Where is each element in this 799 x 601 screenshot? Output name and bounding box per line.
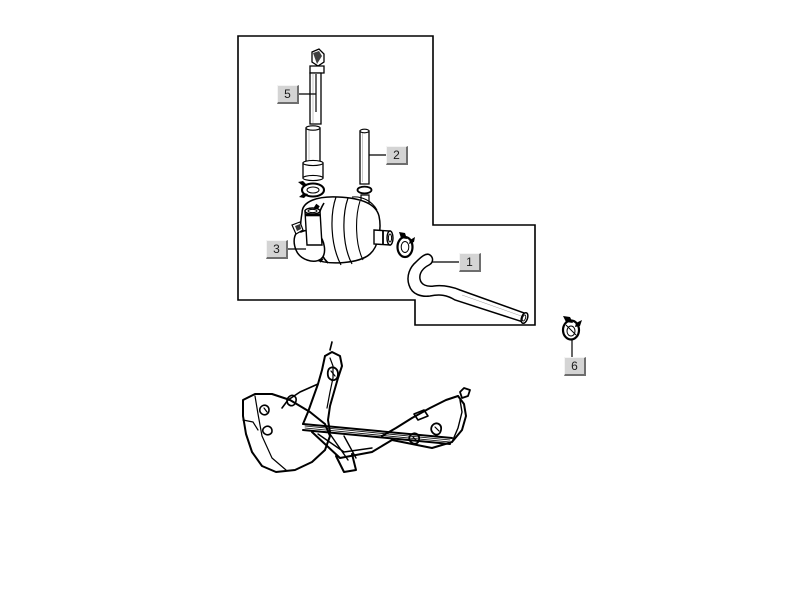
part-1-curved-hose (407, 253, 529, 325)
callout-box-2[interactable]: 2 (386, 146, 408, 165)
part-5-dipstick-rod (302, 48, 325, 182)
callout-box-5[interactable]: 5 (277, 85, 299, 104)
callout-label-1: 1 (466, 255, 473, 269)
callout-box-3[interactable]: 3 (266, 240, 288, 259)
chassis-frame-sketch (242, 341, 471, 473)
clamp-ring-middle (396, 232, 415, 259)
frame-border (237, 35, 536, 326)
callout-label-6: 6 (571, 359, 578, 373)
part-3-pump-housing (291, 196, 394, 266)
callout-box-6[interactable]: 6 (564, 357, 586, 376)
callout-label-3: 3 (273, 242, 280, 256)
part-2-straight-pipe (356, 128, 373, 211)
callout-label-2: 2 (393, 148, 400, 162)
callout-box-1[interactable]: 1 (459, 253, 481, 272)
callout-label-5: 5 (284, 87, 291, 101)
callout-leader-lines (288, 74, 573, 357)
part-6-hose-clamp (561, 316, 582, 341)
clamp-ring-upper (298, 181, 326, 198)
